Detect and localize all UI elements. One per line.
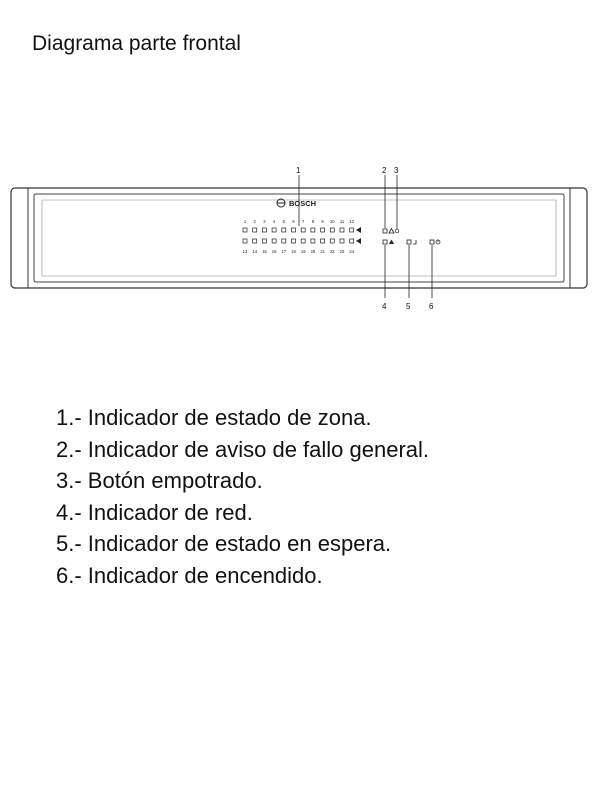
zone-led-13: [242, 238, 248, 244]
zone-number-11: 11: [340, 219, 345, 224]
zone-led-10: [329, 227, 335, 233]
zone-led-23: [339, 238, 345, 244]
zone-led-20: [310, 238, 316, 244]
callout-5: 5: [406, 302, 411, 311]
zone-led-1: [242, 227, 248, 233]
zone-number-13: 13: [243, 249, 248, 254]
zone-number-19: 19: [301, 249, 306, 254]
zone-led-7: [300, 227, 306, 233]
zone-number-9: 9: [321, 219, 324, 224]
row-marker-bottom: [356, 238, 361, 244]
zone-number-1: 1: [244, 219, 247, 224]
brand-text: BOSCH: [289, 199, 316, 208]
zone-led-2: [252, 227, 258, 233]
legend-item-4: 4.- Indicador de red.: [56, 499, 253, 525]
front-panel-inner: [33, 193, 565, 283]
zone-led-4: [271, 227, 277, 233]
legend-item-3: 3.- Botón empotrado.: [56, 468, 263, 493]
zone-number-14: 14: [252, 249, 257, 254]
legend-item-5: 5.- Indicador de estado en espera.: [56, 531, 392, 556]
zone-number-5: 5: [283, 219, 286, 224]
zone-number-15: 15: [262, 249, 267, 254]
bosch-logo: BOSCH: [276, 198, 316, 208]
zone-number-2: 2: [254, 219, 257, 224]
row-marker-top: [356, 227, 361, 233]
zone-led-17: [281, 238, 287, 244]
zone-number-24: 24: [349, 249, 354, 254]
zone-led-21: [320, 238, 325, 244]
zone-number-8: 8: [312, 219, 315, 224]
legend-item-1: 1.- Indicador de estado de zona.: [56, 405, 372, 430]
zone-led-15: [262, 238, 267, 244]
power-led: [429, 239, 435, 245]
zone-led-6: [291, 227, 296, 233]
zone-number-20: 20: [311, 249, 316, 254]
page-title: Diagrama parte frontal: [32, 32, 241, 55]
callout-6: 6: [429, 302, 434, 311]
zone-led-24: [349, 238, 355, 244]
zone-number-6: 6: [292, 219, 295, 224]
standby-icon: [413, 240, 417, 245]
zone-led-14: [252, 238, 258, 244]
zone-number-21: 21: [320, 249, 325, 254]
zone-number-12: 12: [349, 219, 354, 224]
zone-led-19: [300, 238, 306, 244]
zone-led-8: [310, 227, 316, 233]
zone-led-9: [320, 227, 325, 233]
legend-list: 1.- Indicador de estado de zona. 2.- Ind…: [56, 402, 429, 591]
fault-warning-icon: [388, 227, 395, 234]
network-led: [382, 239, 388, 245]
zone-number-18: 18: [291, 249, 296, 254]
zone-led-16: [271, 238, 277, 244]
legend-item-6: 6.- Indicador de encendido.: [56, 562, 323, 588]
callout-2: 2: [382, 166, 387, 175]
zone-number-7: 7: [302, 219, 305, 224]
bosch-logo-icon: [276, 198, 286, 208]
zone-number-16: 16: [272, 249, 277, 254]
network-icon: [389, 239, 394, 244]
zone-number-17: 17: [281, 249, 286, 254]
zone-led-22: [329, 238, 335, 244]
callout-3: 3: [394, 166, 399, 175]
recessed-button[interactable]: [394, 228, 400, 234]
zone-number-3: 3: [263, 219, 266, 224]
zone-number-4: 4: [273, 219, 276, 224]
zone-number-10: 10: [330, 219, 335, 224]
zone-number-23: 23: [340, 249, 345, 254]
zone-number-22: 22: [330, 249, 335, 254]
legend-item-2: 2.- Indicador de aviso de fallo general.: [56, 436, 430, 462]
zone-led-3: [262, 227, 267, 233]
fault-led: [382, 228, 388, 234]
zone-led-5: [281, 227, 287, 233]
zone-led-11: [339, 227, 345, 233]
zone-led-12: [349, 227, 355, 233]
callout-1: 1: [296, 166, 301, 175]
zone-led-18: [291, 238, 296, 244]
callout-4: 4: [382, 302, 387, 311]
standby-led: [406, 239, 412, 245]
